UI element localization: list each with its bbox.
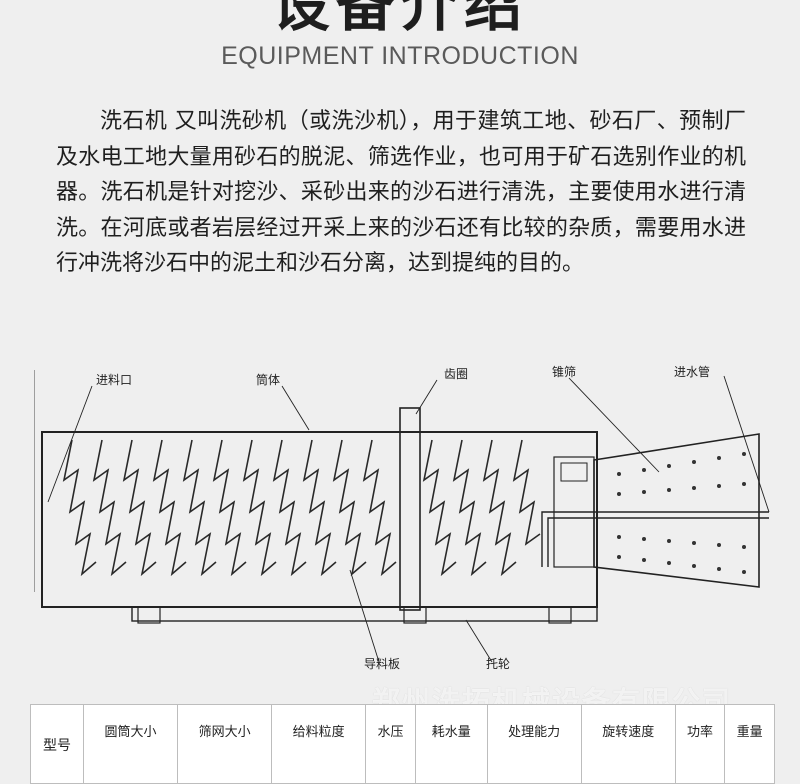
washer-diagram: 进料口 筒体 齿圈 锥筛 进水管 导料板 托轮	[34, 364, 770, 671]
water-pipe	[541, 511, 769, 567]
screen-holes	[617, 452, 746, 574]
intro-paragraph: 洗石机 又叫洗砂机（或洗沙机），用于建筑工地、砂石厂、预制厂及水电工地大量用砂石…	[56, 109, 746, 276]
page-subtitle: EQUIPMENT INTRODUCTION	[221, 42, 579, 70]
spec-header-weight: 重量	[724, 704, 775, 784]
cone-screen	[593, 433, 760, 588]
spec-header-rotation-speed: 旋转速度	[580, 704, 676, 784]
spiral-blades	[62, 439, 541, 577]
spec-header-feed-size: 给料粒度	[271, 704, 367, 784]
label-cone-screen: 锥筛	[552, 364, 576, 379]
spec-header-water-pressure: 水压	[365, 704, 416, 784]
drum-body	[41, 431, 598, 608]
label-drum: 筒体	[256, 372, 280, 387]
spec-header-model: 型号	[30, 704, 84, 784]
label-support-roller: 托轮	[486, 657, 510, 671]
spec-table: 型号 圆筒大小 筛网大小 给料粒度 水压 耗水量 处理能力 旋转速度 功率 重量	[30, 704, 775, 784]
gear-ring	[399, 407, 421, 611]
label-water-pipe: 进水管	[674, 364, 710, 379]
spec-header-power: 功率	[674, 704, 726, 784]
spec-header-capacity: 处理能力	[486, 704, 582, 784]
spec-table-header-row: 型号 圆筒大小 筛网大小 给料粒度 水压 耗水量 处理能力 旋转速度 功率 重量	[30, 704, 775, 784]
label-feed-inlet: 进料口	[96, 373, 132, 387]
page-title: 设备介绍	[271, 0, 528, 39]
spec-header-screen-size: 筛网大小	[177, 704, 273, 784]
base-frame	[131, 606, 598, 622]
label-gear-ring: 齿圈	[444, 367, 468, 381]
spec-header-water-consumption: 耗水量	[414, 704, 488, 784]
label-guide-plate: 导料板	[364, 657, 400, 671]
spec-header-drum-size: 圆筒大小	[82, 704, 179, 784]
